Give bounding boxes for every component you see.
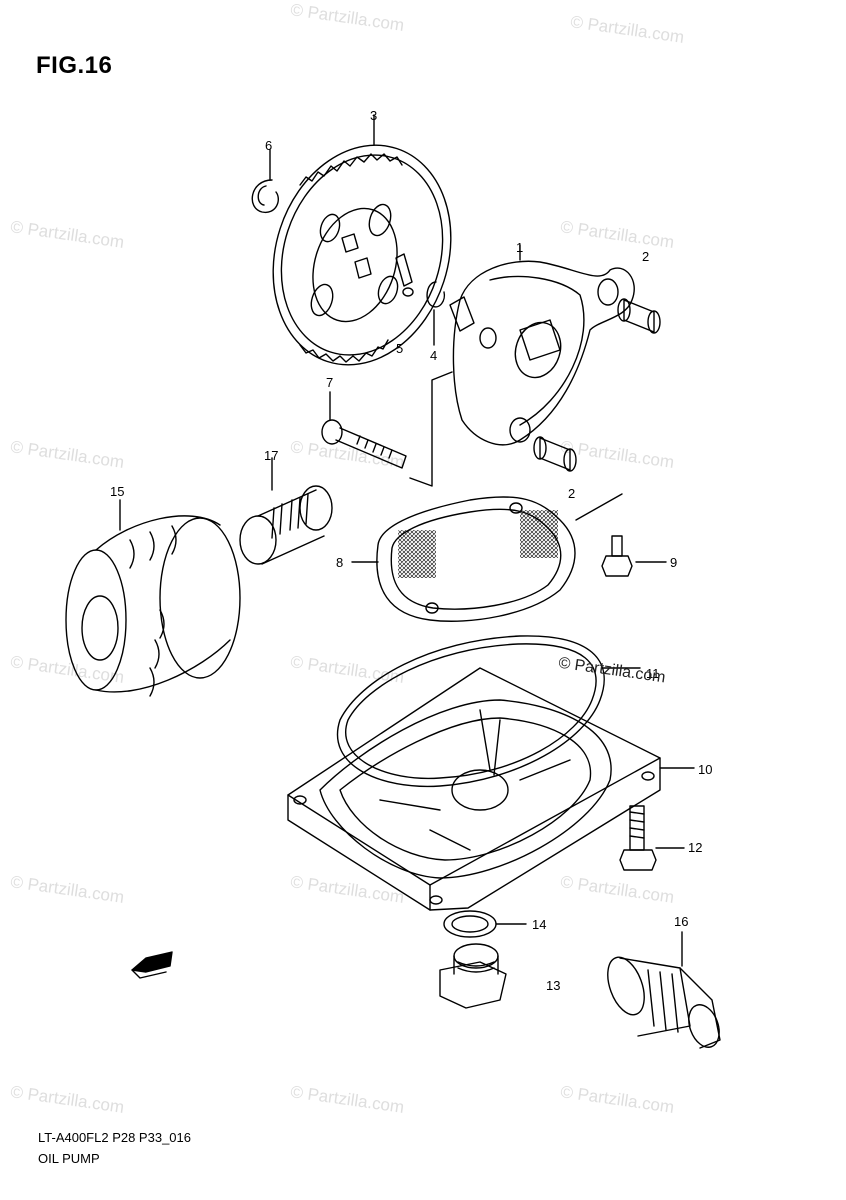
gasket-part-8[interactable] xyxy=(352,494,622,621)
callout-13[interactable]: 13 xyxy=(546,978,561,993)
oil-pump-body-part-1[interactable] xyxy=(450,245,634,445)
callout-8[interactable]: 8 xyxy=(336,555,344,570)
forward-arrow-icon xyxy=(132,952,172,978)
callout-11[interactable]: 11 xyxy=(646,666,660,681)
bolt-part-7[interactable] xyxy=(322,372,452,486)
callout-4[interactable]: 4 xyxy=(430,348,438,363)
callout-7[interactable]: 7 xyxy=(326,375,334,390)
washer-part-14[interactable] xyxy=(444,911,526,937)
callout-5[interactable]: 5 xyxy=(396,341,404,356)
callout-12[interactable]: 12 xyxy=(688,840,703,855)
drain-plug-part-13[interactable] xyxy=(440,944,506,1008)
figure-title: FIG.16 xyxy=(36,52,113,79)
callout-1[interactable]: 1 xyxy=(516,240,524,255)
callout-16[interactable]: 16 xyxy=(674,914,689,929)
oil-strainer-part-10[interactable] xyxy=(288,668,694,910)
diagram-name: OIL PUMP xyxy=(38,1151,100,1166)
callout-9[interactable]: 9 xyxy=(670,555,678,570)
pin-part-5[interactable] xyxy=(396,254,413,296)
bolt-part-9[interactable] xyxy=(602,536,666,576)
diagram-code: LT-A400FL2 P28 P33_016 xyxy=(38,1130,191,1145)
callout-3[interactable]: 3 xyxy=(370,108,378,123)
bolt-part-12[interactable] xyxy=(620,806,684,870)
dowel-pin-part-2b[interactable] xyxy=(534,437,576,471)
callout-14[interactable]: 14 xyxy=(532,917,547,932)
pipe-part-17[interactable] xyxy=(240,458,332,564)
callout-10[interactable]: 10 xyxy=(698,762,713,777)
circlip-part-6[interactable] xyxy=(252,150,278,212)
callout-17[interactable]: 17 xyxy=(264,448,279,463)
pressure-switch-part-16[interactable] xyxy=(601,932,725,1051)
oil-filter-part-15[interactable] xyxy=(66,500,240,696)
callout-15[interactable]: 15 xyxy=(110,484,125,499)
callout-2a[interactable]: 2 xyxy=(642,249,650,264)
callout-6[interactable]: 6 xyxy=(265,138,273,153)
o-ring-part-11[interactable] xyxy=(338,636,640,787)
dowel-pin-part-2[interactable] xyxy=(618,299,660,333)
washer-part-4[interactable] xyxy=(427,282,444,345)
oil-pump-gear-part-3[interactable] xyxy=(246,115,479,388)
callout-2b[interactable]: 2 xyxy=(568,486,576,501)
